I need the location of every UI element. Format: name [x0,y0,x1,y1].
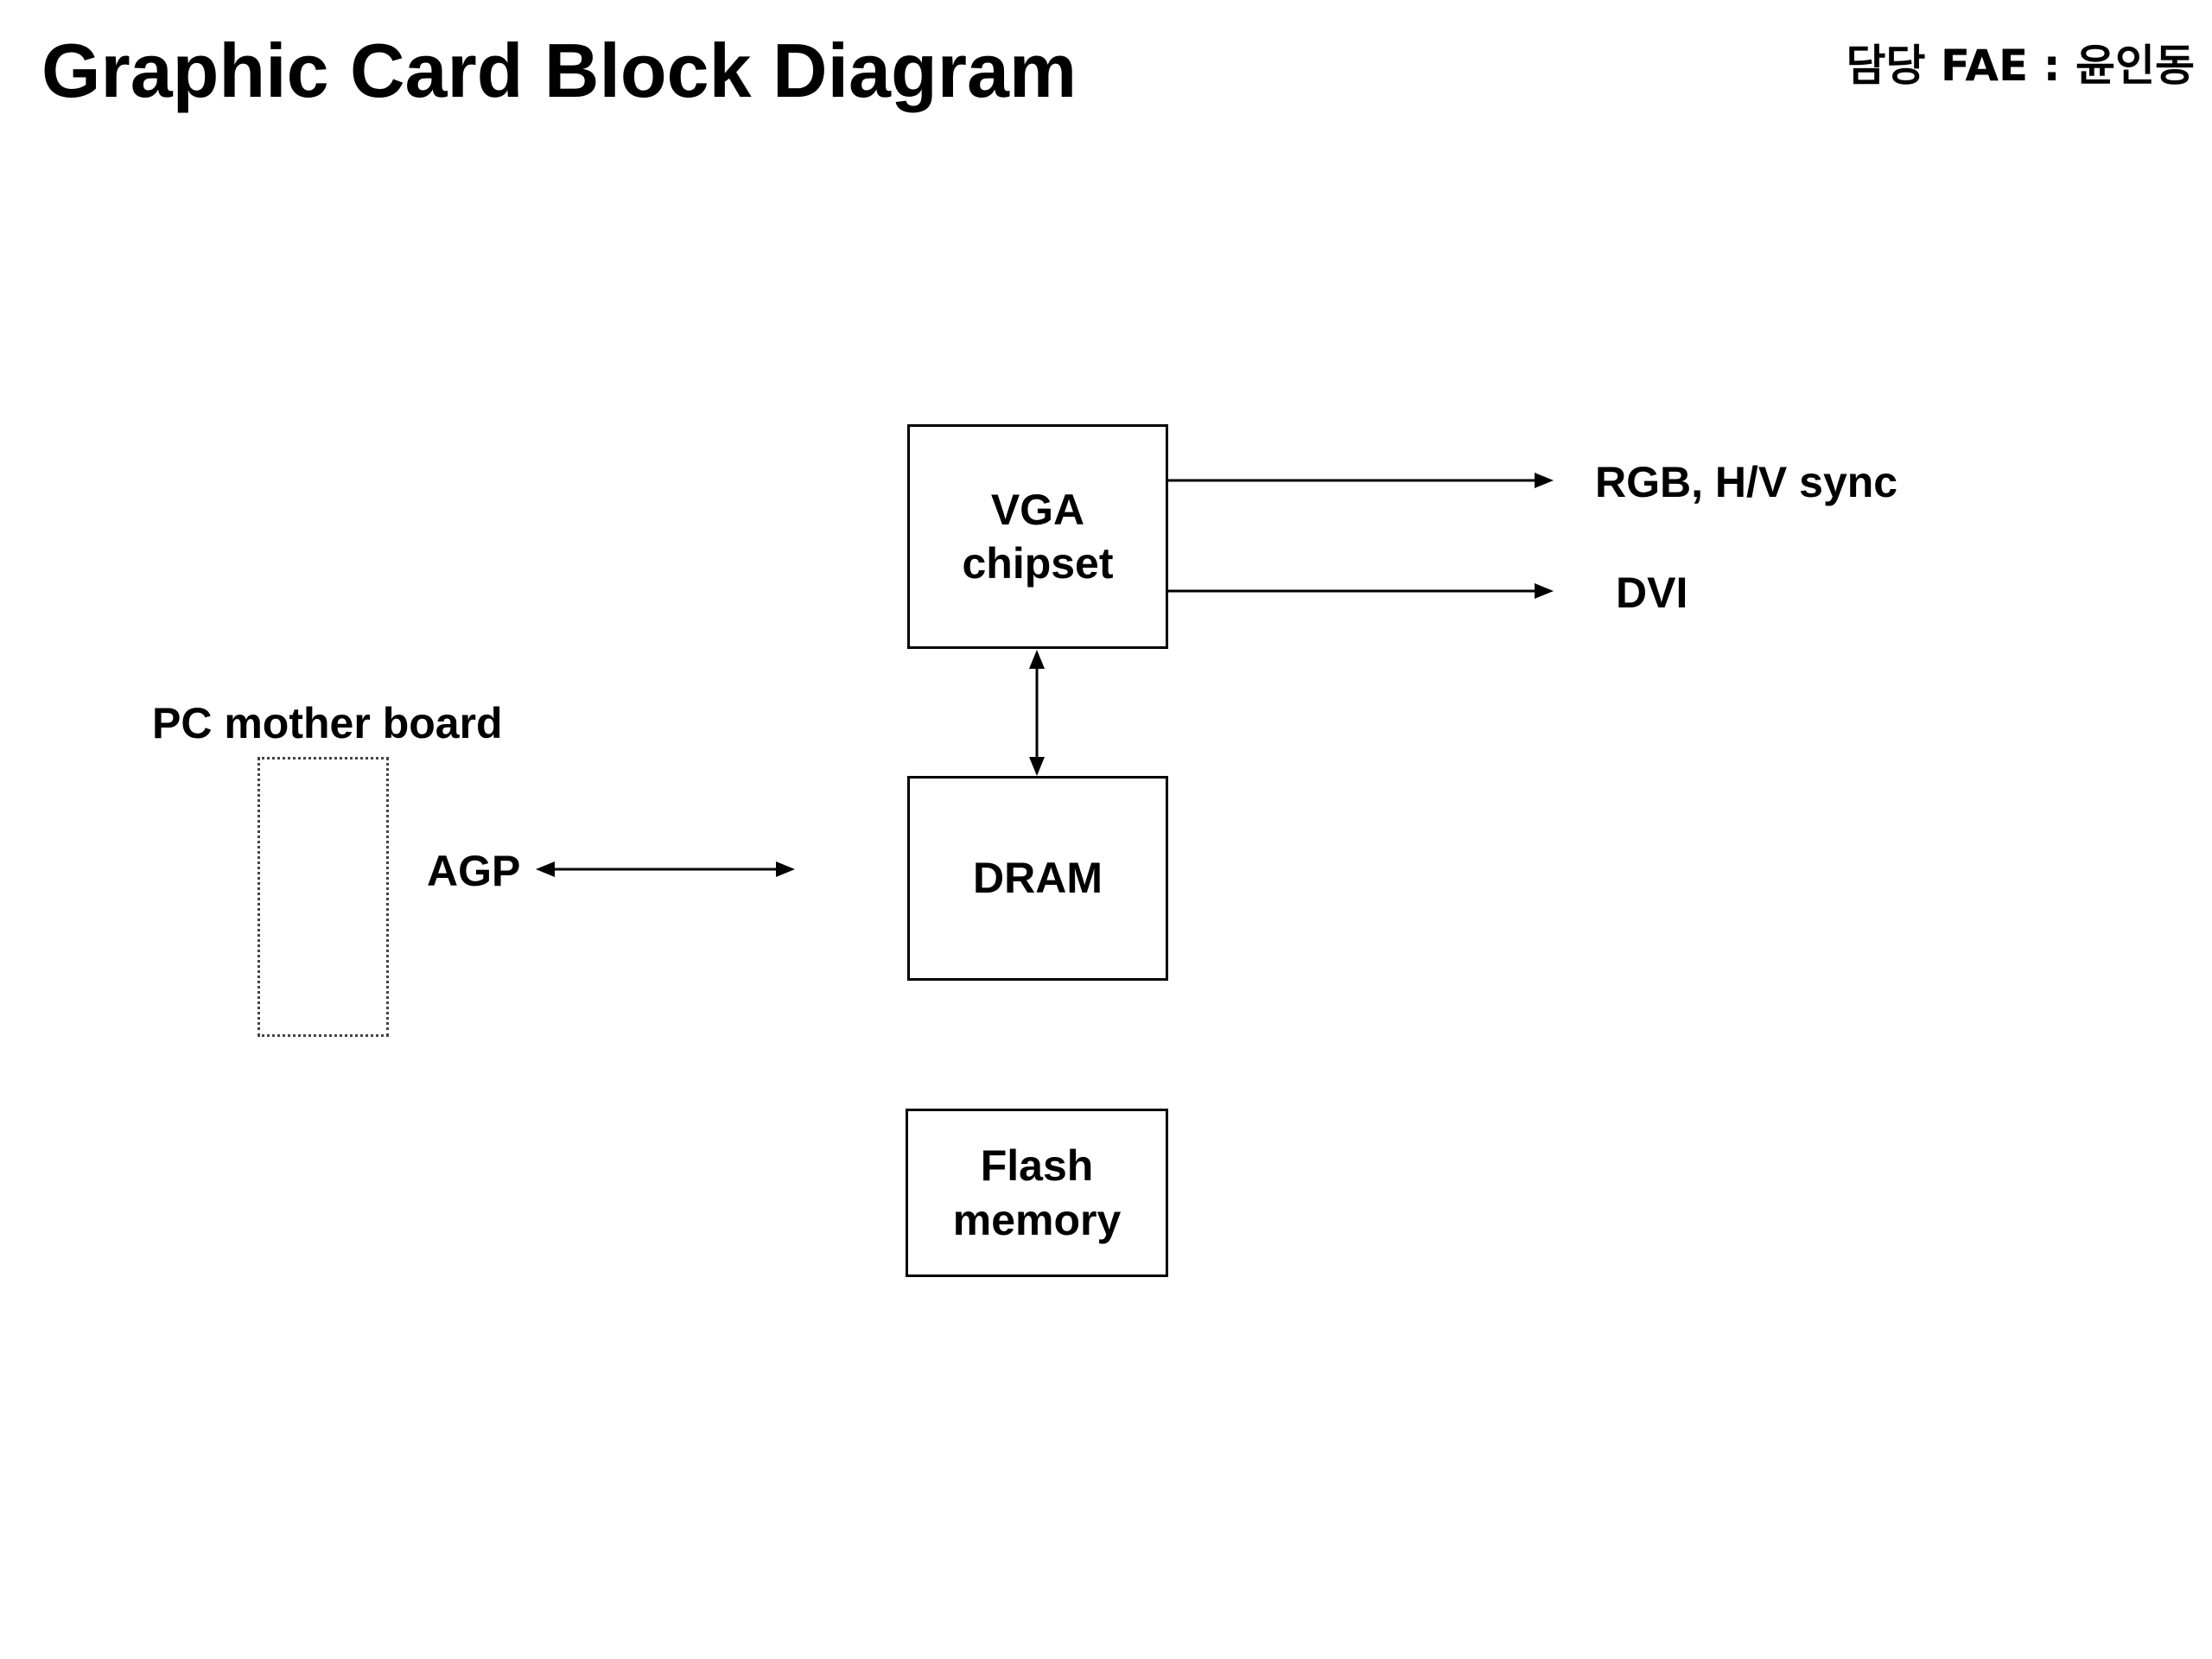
flash-memory-label-line1: Flash [980,1141,1094,1190]
rgb-hv-sync-label: RGB, H/V sync [1595,458,1898,506]
vga-chipset-block: VGA chipset [907,424,1168,649]
agp-label: AGP [427,847,521,895]
agp-bidirectional-arrow [536,861,795,877]
rgb-output-arrow [1168,473,1554,488]
fae-owner-label: 담당 FAE : 윤인동 [1846,41,2196,91]
motherboard-label: PC mother board [152,699,503,747]
flash-memory-label-line2: memory [952,1195,1122,1244]
flash-memory-block: Flash memory [906,1109,1168,1277]
dvi-output-arrow [1168,583,1554,599]
vga-chipset-label-line1: VGA [990,485,1085,534]
dram-label: DRAM [973,854,1103,903]
dram-block: DRAM [907,776,1168,981]
vga-chipset-label-line2: chipset [962,539,1114,588]
motherboard-block [257,757,389,1037]
page-title: Graphic Card Block Diagram [41,28,1077,113]
dvi-label: DVI [1616,569,1688,617]
vga-dram-bidirectional-arrow [1029,650,1045,776]
